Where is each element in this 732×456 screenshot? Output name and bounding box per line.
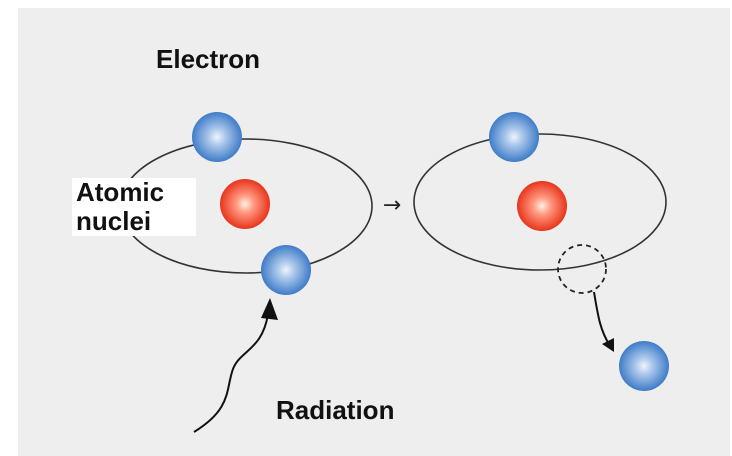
radiation-arrow <box>193 298 278 433</box>
electron-top-after <box>489 112 539 162</box>
atom-after <box>413 112 669 391</box>
transition-arrow: → <box>383 193 401 218</box>
radiation-label: Radiation <box>276 395 395 425</box>
electron-top-before <box>192 112 242 162</box>
nucleus-after <box>517 181 567 231</box>
ejected-electron <box>619 341 669 391</box>
ejection-arrow <box>593 291 611 347</box>
ejection-arrowhead <box>602 338 614 352</box>
atomic-nuclei-label: Atomic nuclei <box>72 178 196 236</box>
electron-label: Electron <box>156 44 261 74</box>
atom-before <box>119 112 373 295</box>
nucleus-before <box>220 179 270 229</box>
orbit-after <box>413 133 667 271</box>
atomic-nuclei-label-line2: nuclei <box>76 206 152 236</box>
vacancy-dashed-circle <box>557 244 607 294</box>
electron-bottom-before <box>261 245 311 295</box>
atomic-nuclei-label-line1: Atomic <box>76 177 165 207</box>
